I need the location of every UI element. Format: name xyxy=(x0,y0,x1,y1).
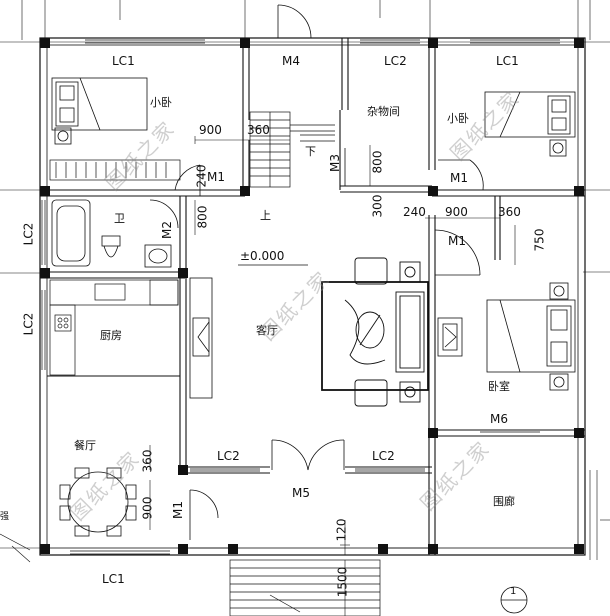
room-living: 客厅 xyxy=(256,324,278,337)
dim-1500: 1500 xyxy=(335,566,350,598)
dim-750: 750 xyxy=(532,228,547,252)
edge-text: 强 xyxy=(0,512,10,522)
bedroom-bed xyxy=(486,282,576,391)
columns xyxy=(40,38,584,554)
staircase xyxy=(249,111,335,188)
stair-up-label: 上 xyxy=(260,209,271,222)
stair-down-label: 下 xyxy=(305,145,316,158)
dim-900-left: 900 xyxy=(199,123,222,137)
room-small-bedroom-left: 小卧 xyxy=(150,96,172,109)
window-label-lc2-hall-right: LC2 xyxy=(372,449,395,463)
room-small-bedroom-right: 小卧 xyxy=(447,112,469,125)
room-dining: 餐厅 xyxy=(74,439,96,452)
dim-240-right: 240 xyxy=(403,205,426,219)
room-veranda: 围廊 xyxy=(493,495,515,508)
elevation-label: ±0.000 xyxy=(240,249,285,263)
door-label-m1-right-lower: M1 xyxy=(448,234,466,248)
front-steps xyxy=(190,547,435,616)
left-bedroom-wardrobe xyxy=(49,159,181,181)
window-label-lc2-left-lower: LC2 xyxy=(21,312,36,336)
room-bedroom: 卧室 xyxy=(488,380,510,393)
door-label-m6: M6 xyxy=(490,412,508,426)
door-label-m1-dining: M1 xyxy=(171,501,185,519)
door-label-m3: M3 xyxy=(328,154,342,172)
dim-120: 120 xyxy=(334,518,349,542)
dim-800-mid: 800 xyxy=(370,150,385,174)
outer-walls xyxy=(39,37,586,556)
living-sofa-set xyxy=(321,257,429,407)
section-marker xyxy=(500,586,528,614)
bedroom-tv xyxy=(437,317,463,357)
dimension-lines xyxy=(149,136,516,616)
dim-360-right: 360 xyxy=(498,205,521,219)
window-label-lc1-top-left: LC1 xyxy=(112,54,135,68)
right-bedroom-bed xyxy=(484,91,576,157)
dim-360-left: 360 xyxy=(247,123,270,137)
tv-cabinet xyxy=(189,277,213,399)
dim-240-left: 240 xyxy=(194,164,209,188)
kitchen-fixtures xyxy=(49,279,179,376)
door-label-m4: M4 xyxy=(282,54,300,68)
door-label-m2: M2 xyxy=(160,221,174,239)
axis-lines xyxy=(0,0,610,563)
interior-walls xyxy=(40,38,585,555)
dim-300: 300 xyxy=(370,194,385,218)
dim-900-right: 900 xyxy=(445,205,468,219)
room-kitchen: 厨房 xyxy=(100,329,122,342)
left-bedroom-bed xyxy=(51,77,148,145)
door-label-m5: M5 xyxy=(292,486,310,500)
window-label-lc1-top-right: LC1 xyxy=(496,54,519,68)
window-label-lc2-top: LC2 xyxy=(384,54,407,68)
window-label-lc2-hall-left: LC2 xyxy=(217,449,240,463)
door-label-m1-right-upper: M1 xyxy=(450,171,468,185)
dim-900-dining: 900 xyxy=(140,496,155,520)
window-label-lc1-bottom: LC1 xyxy=(102,572,125,586)
doors xyxy=(149,4,540,540)
veranda-railing xyxy=(589,470,610,560)
bathroom-fixtures xyxy=(51,199,172,268)
windows xyxy=(41,39,560,555)
window-label-lc2-left-upper: LC2 xyxy=(21,222,36,246)
dining-table xyxy=(59,467,137,537)
elevation-underline xyxy=(238,264,308,266)
door-label-m1-left: M1 xyxy=(207,170,225,184)
section-marker-label: 1 xyxy=(510,586,517,597)
dim-800-left: 800 xyxy=(195,205,210,229)
room-storage: 杂物间 xyxy=(367,105,400,118)
room-bathroom: 卫 xyxy=(114,212,125,225)
